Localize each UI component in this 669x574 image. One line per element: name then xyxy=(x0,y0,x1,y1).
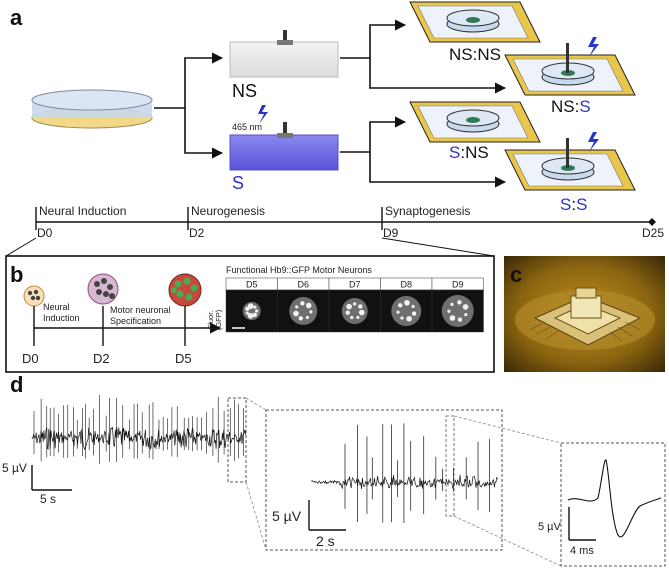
condition-s-ns: S:NS xyxy=(449,143,489,162)
trace-full-recording xyxy=(31,395,246,464)
ns-culture-box xyxy=(229,30,339,78)
cell-cluster-d0-icon xyxy=(23,285,45,307)
panel-c-label: c xyxy=(510,262,522,287)
light-bolt-icon xyxy=(258,105,268,124)
scale-3-ylabel: 5 µV xyxy=(538,521,562,533)
mea-chip-ns-s xyxy=(504,37,636,96)
panel-a-label: a xyxy=(10,5,23,30)
micrograph-strip: D5 D6 D7 D8 D9 xyxy=(225,277,484,333)
micrograph-d5: D5 xyxy=(225,277,278,333)
day-d0: D0 xyxy=(37,226,53,240)
mea-chip-ns-ns xyxy=(409,1,541,43)
b-day-d0: D0 xyxy=(22,351,39,366)
zoom-box-1 xyxy=(227,397,247,483)
micrograph-day-label: D6 xyxy=(297,280,309,290)
trace-zoom-seconds xyxy=(311,423,498,523)
scale-2-xlabel: 2 s xyxy=(316,533,335,549)
micrograph-d9: D9 xyxy=(431,277,484,333)
condition-ns-s: NS:S xyxy=(551,97,591,116)
spike-waveform xyxy=(567,459,662,538)
ns-label: NS xyxy=(232,81,257,101)
zoom-line-right xyxy=(381,237,495,257)
micrograph-day-label: D7 xyxy=(349,280,361,290)
zoom-line-d1 xyxy=(245,397,267,411)
petri-dish-icon xyxy=(31,89,153,129)
day-d2: D2 xyxy=(189,226,205,240)
micrograph-d8: D8 xyxy=(380,277,433,333)
scale-3-xlabel: 4 ms xyxy=(570,545,594,557)
zoom-panel-2 xyxy=(560,442,666,567)
micrograph-day-label: D9 xyxy=(452,280,464,290)
s-culture-box xyxy=(229,122,339,171)
cell-cluster-d2-icon xyxy=(87,273,119,305)
arrow-s-s xyxy=(369,152,507,188)
b-day-d5: D5 xyxy=(175,351,192,366)
arrow-to-s xyxy=(184,108,224,159)
scale-1-ylabel: 5 µV xyxy=(2,461,27,475)
micrograph-day-label: D8 xyxy=(400,280,412,290)
arrow-to-ns xyxy=(154,52,224,109)
day-d9: D9 xyxy=(383,226,399,240)
condition-s-s: S:S xyxy=(560,195,587,214)
s-label: S xyxy=(232,173,244,193)
stage-synaptogenesis: Synaptogenesis xyxy=(385,204,470,218)
mea-chip-s-ns xyxy=(409,101,541,143)
micrograph-d7: D7 xyxy=(328,277,381,333)
micrograph-day-label: D5 xyxy=(246,280,258,290)
b-ylabel-unit: (GFP) xyxy=(214,309,223,330)
cell-cluster-d5-icon xyxy=(168,273,202,307)
day-d25: D25 xyxy=(642,226,664,240)
b-ylabel: Fluor. xyxy=(206,311,215,330)
zoom-panel-1 xyxy=(265,409,503,551)
wavelength-label: 465 nm xyxy=(232,122,262,132)
zoom-box-2 xyxy=(445,415,455,517)
mea-chip-s-s xyxy=(504,132,636,191)
arrow-ns-s xyxy=(369,58,507,94)
zoom-line-d3 xyxy=(453,415,562,444)
timeline xyxy=(35,207,656,230)
scale-2-ylabel: 5 µV xyxy=(272,508,302,524)
stage-neurogenesis: Neurogenesis xyxy=(191,204,265,218)
zoom-line-left xyxy=(5,237,37,257)
scale-1-xlabel: 5 s xyxy=(40,492,56,506)
micrograph-d6: D6 xyxy=(277,277,330,333)
trace-1-noise xyxy=(31,427,246,451)
zoom-line-d2 xyxy=(245,481,267,551)
panel-b-label: b xyxy=(10,262,23,287)
trace-2-noise xyxy=(311,474,498,490)
mea-chip-photo xyxy=(504,256,665,372)
b-day-d2: D2 xyxy=(93,351,110,366)
panel-d-label: d xyxy=(10,372,23,397)
condition-ns-ns: NS:NS xyxy=(449,45,501,64)
b-title: Functional Hb9::GFP Motor Neurons xyxy=(226,265,372,275)
stage-neural-induction: Neural Induction xyxy=(39,204,126,218)
arrow-ns-ns xyxy=(340,19,407,59)
arrow-s-ns xyxy=(340,116,407,153)
